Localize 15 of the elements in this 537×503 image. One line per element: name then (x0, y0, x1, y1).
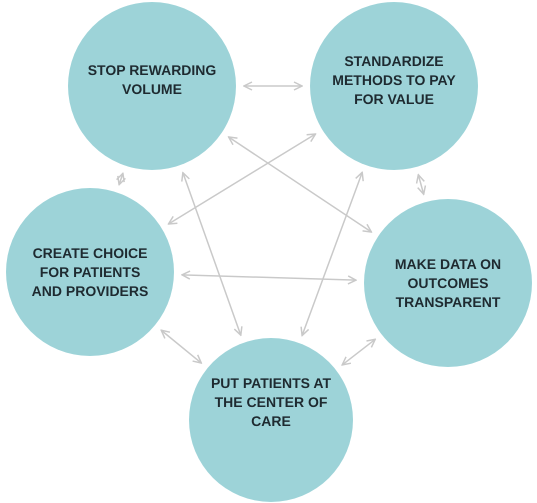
double-arrow (243, 81, 303, 91)
goal-text: MAKE DATA ON OUTCOMES TRANSPARENT (394, 254, 502, 312)
goal-text: STOP REWARDING VOLUME (87, 61, 217, 99)
double-arrow (416, 174, 426, 196)
double-arrow (341, 338, 376, 366)
double-arrow (300, 172, 364, 336)
goal-text: PUT PATIENTS AT THE CENTER OF CARE (210, 374, 332, 430)
goal-text: STANDARDIZE METHODS TO PAY FOR VALUE (331, 52, 457, 108)
double-arrow (181, 172, 243, 336)
double-arrow (181, 270, 357, 285)
double-arrow (116, 172, 126, 186)
double-arrow (228, 136, 372, 233)
double-arrow (160, 329, 202, 364)
double-arrow (168, 133, 316, 225)
goal-text: CREATE CHOICE FOR PATIENTS AND PROVIDERS (30, 244, 150, 300)
